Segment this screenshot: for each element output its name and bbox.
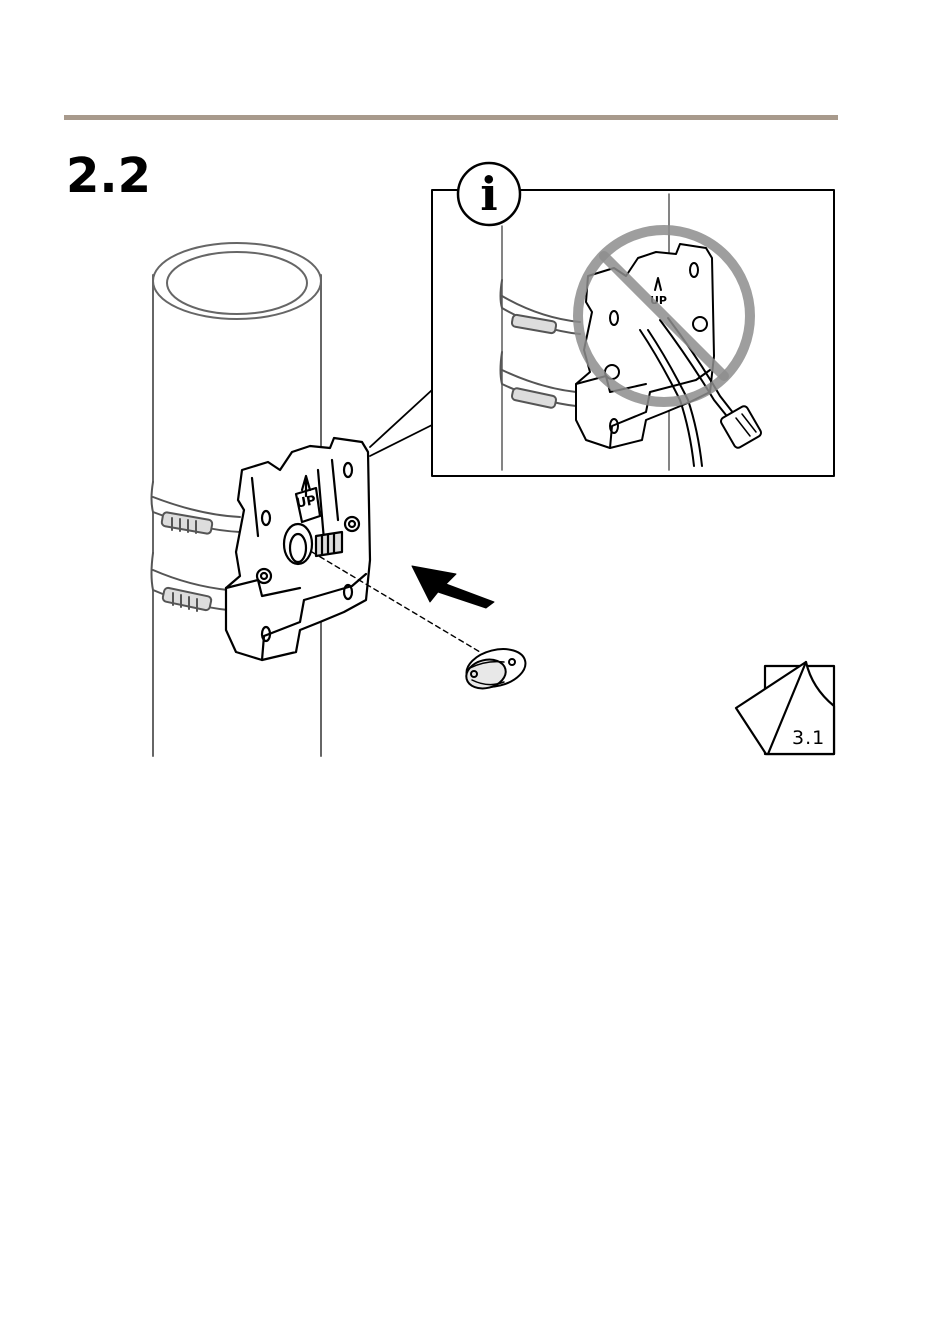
callout-lines — [370, 390, 432, 456]
clamp-band-upper — [152, 482, 241, 534]
insertion-arrow-icon — [412, 566, 494, 608]
info-symbol: i — [457, 162, 521, 226]
page-reference-label: 3.1 — [792, 727, 836, 749]
cable-plug — [463, 643, 530, 692]
mount-bracket: UP — [226, 438, 370, 660]
clamp-band-lower — [152, 553, 229, 611]
